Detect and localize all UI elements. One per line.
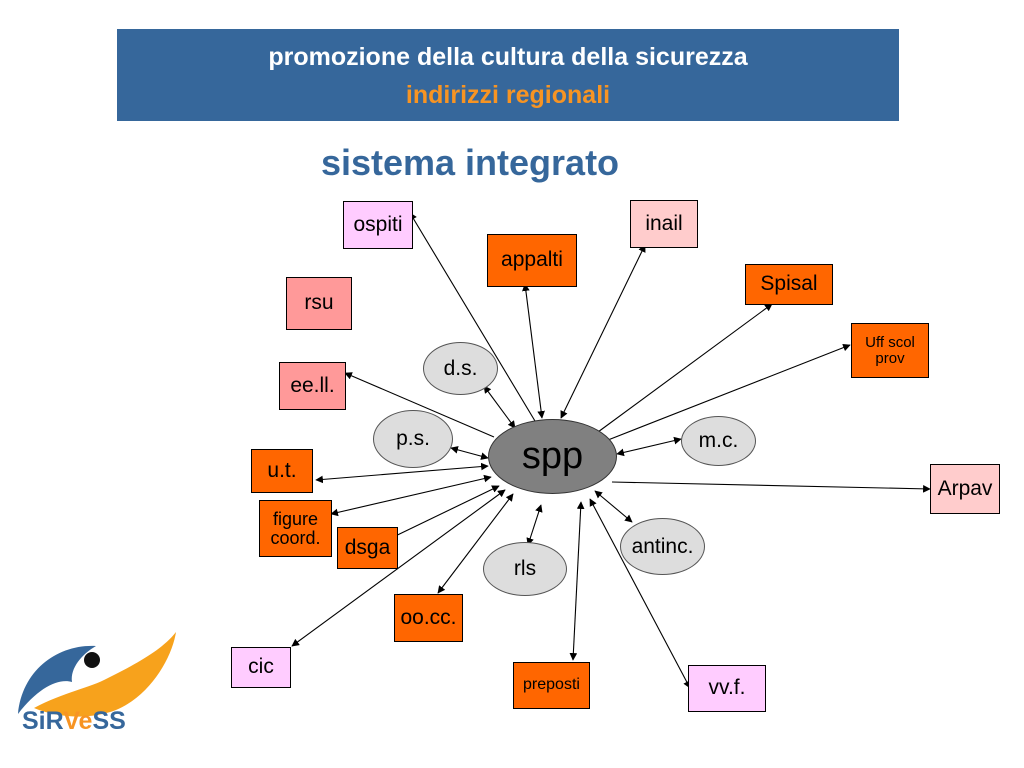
node-ut: u.t. <box>251 449 313 493</box>
node-preposti-label: preposti <box>523 676 580 694</box>
arrow-appalti <box>522 283 545 419</box>
node-appalti: appalti <box>487 234 577 287</box>
node-vvf: vv.f. <box>688 665 766 712</box>
hub-spp: spp <box>488 419 617 494</box>
arrow-inail <box>560 244 646 419</box>
node-oocc: oo.cc. <box>394 594 463 642</box>
node-cic: cic <box>231 647 291 688</box>
node-eell: ee.ll. <box>279 362 346 410</box>
node-spisal: Spisal <box>745 264 833 305</box>
node-eell-label: ee.ll. <box>290 373 335 397</box>
arrow-ut <box>315 462 489 484</box>
logo-text: SiRVeSS <box>22 707 126 736</box>
node-figure-coord: figure coord. <box>259 500 332 557</box>
node-mc: m.c. <box>681 416 756 466</box>
title-banner: promozione della cultura della sicurezza… <box>117 29 899 121</box>
node-mc-label: m.c. <box>698 429 739 452</box>
node-rsu-label: rsu <box>304 291 334 315</box>
node-ospiti-label: ospiti <box>353 212 403 236</box>
arrow-arpav <box>611 481 931 493</box>
node-inail: inail <box>630 200 698 248</box>
node-rls: rls <box>483 542 567 596</box>
arrow-ds <box>483 385 516 429</box>
node-figure-line1: figure <box>272 508 319 529</box>
arrow-cic <box>291 489 506 647</box>
node-dsga-label: dsga <box>344 535 391 559</box>
node-arpav: Arpav <box>930 464 1000 514</box>
banner-title: promozione della cultura della sicurezza <box>268 43 748 71</box>
node-antinc-label: antinc. <box>631 534 694 558</box>
logo-text-part1: SiR <box>22 707 64 735</box>
node-antinc: antinc. <box>620 518 705 575</box>
node-inail-label: inail <box>645 211 683 235</box>
arrow-rls <box>526 504 543 546</box>
node-ds: d.s. <box>423 342 498 395</box>
node-uff-scol-line2: prov <box>875 349 905 367</box>
node-uff-scol-line1: Uff scol <box>865 333 915 351</box>
logo-text-part3: SS <box>92 707 126 735</box>
node-spisal-label: Spisal <box>760 272 818 296</box>
node-dsga: dsga <box>337 527 398 569</box>
node-ps-label: p.s. <box>396 427 430 450</box>
node-uff-scol-prov: Uff scol prov <box>851 323 929 378</box>
banner-subtitle: indirizzi regionali <box>405 81 611 109</box>
arrow-antinc <box>594 490 633 523</box>
arrow-figure <box>330 474 492 517</box>
arrow-uffscol <box>607 343 851 441</box>
logo-text-part2: Ve <box>63 707 93 735</box>
arrow-preposti <box>569 501 585 661</box>
arrow-ps <box>450 446 489 460</box>
node-figure-line2: coord. <box>270 527 321 548</box>
arrow-spisal <box>597 303 773 433</box>
node-rls-label: rls <box>513 557 537 580</box>
arrow-eell <box>344 372 495 438</box>
node-ospiti: ospiti <box>343 201 413 249</box>
node-arpav-label: Arpav <box>937 476 993 500</box>
diagram-heading: sistema integrato <box>320 142 620 183</box>
hub-spp-label: spp <box>521 435 584 477</box>
node-preposti: preposti <box>513 662 590 709</box>
node-ps: p.s. <box>373 410 453 468</box>
arrow-mc <box>616 436 682 457</box>
node-ds-label: d.s. <box>443 356 478 380</box>
node-ut-label: u.t. <box>267 458 297 482</box>
arrow-dsga <box>384 485 500 542</box>
node-rsu: rsu <box>286 277 352 330</box>
node-oocc-label: oo.cc. <box>400 605 457 629</box>
node-vvf-label: vv.f. <box>708 676 746 700</box>
node-cic-label: cic <box>248 655 274 679</box>
arrow-vvf <box>589 498 691 689</box>
node-appalti-label: appalti <box>501 248 563 272</box>
eye-logo-icon <box>18 632 176 717</box>
